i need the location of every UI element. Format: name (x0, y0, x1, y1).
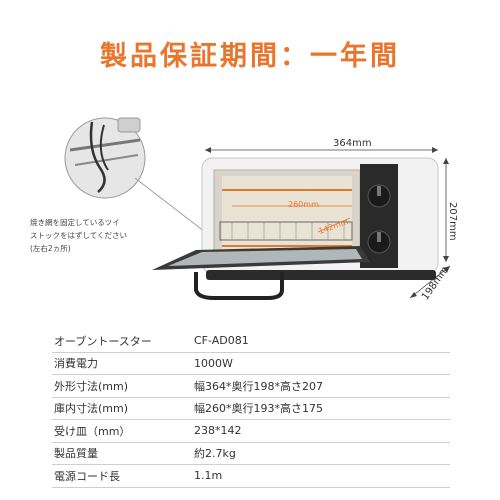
spec-label: 外形寸法(mm) (52, 374, 172, 398)
width-label: 364mm (333, 138, 372, 149)
spec-value: 1000W (172, 352, 450, 375)
toaster-door (152, 246, 370, 300)
spec-table: オーブントースター CF-AD081 消費電力 1000W 外形寸法(mm) 幅… (52, 330, 450, 488)
spec-value: 幅364*奥行198*高さ207 (172, 374, 450, 398)
spec-label: 庫内寸法(mm) (52, 397, 172, 420)
twist-tie-detail (64, 117, 146, 199)
toaster-body (201, 157, 439, 280)
spec-value: 1.1m (172, 464, 450, 488)
spec-label: 製品質量 (52, 442, 172, 465)
instruction-line: ストックをはずしてください (30, 231, 128, 240)
spec-value: 238*142 (172, 419, 450, 443)
table-row: 外形寸法(mm) 幅364*奥行198*高さ207 (52, 374, 450, 398)
table-row: 製品質量 約2.7kg (52, 442, 450, 465)
toaster-illustration (64, 117, 451, 300)
inner-width-label: 260mm (288, 200, 319, 209)
width-dimension-line (205, 147, 438, 153)
table-row: オーブントースター CF-AD081 (52, 330, 450, 353)
spec-value: 幅260*奥行193*高さ175 (172, 397, 450, 420)
depth-dimension-line (409, 265, 451, 299)
spec-label: 受け皿（mm） (52, 419, 172, 443)
instruction-line: 焼き網を固定しているツイ (30, 218, 120, 227)
table-row: 消費電力 1000W (52, 352, 450, 375)
table-row: 電源コード長 1.1m (52, 464, 450, 488)
spec-label: 電源コード長 (52, 464, 172, 488)
twist-tie-instruction: 焼き網を固定しているツイ ストックをはずしてください (左右2ヵ所) (30, 216, 160, 255)
spec-label: 消費電力 (52, 352, 172, 375)
spec-value: CF-AD081 (172, 330, 450, 353)
table-row: 受け皿（mm） 238*142 (52, 419, 450, 443)
spec-label: オーブントースター (52, 330, 172, 353)
instruction-line: (左右2ヵ所) (30, 244, 71, 253)
table-row: 庫内寸法(mm) 幅260*奥行193*高さ175 (52, 397, 450, 420)
height-label: 207mm (447, 202, 458, 241)
page-title: 製品保証期間：一年間 (100, 41, 400, 72)
spec-value: 約2.7kg (172, 442, 450, 465)
height-dimension-line (443, 158, 449, 262)
